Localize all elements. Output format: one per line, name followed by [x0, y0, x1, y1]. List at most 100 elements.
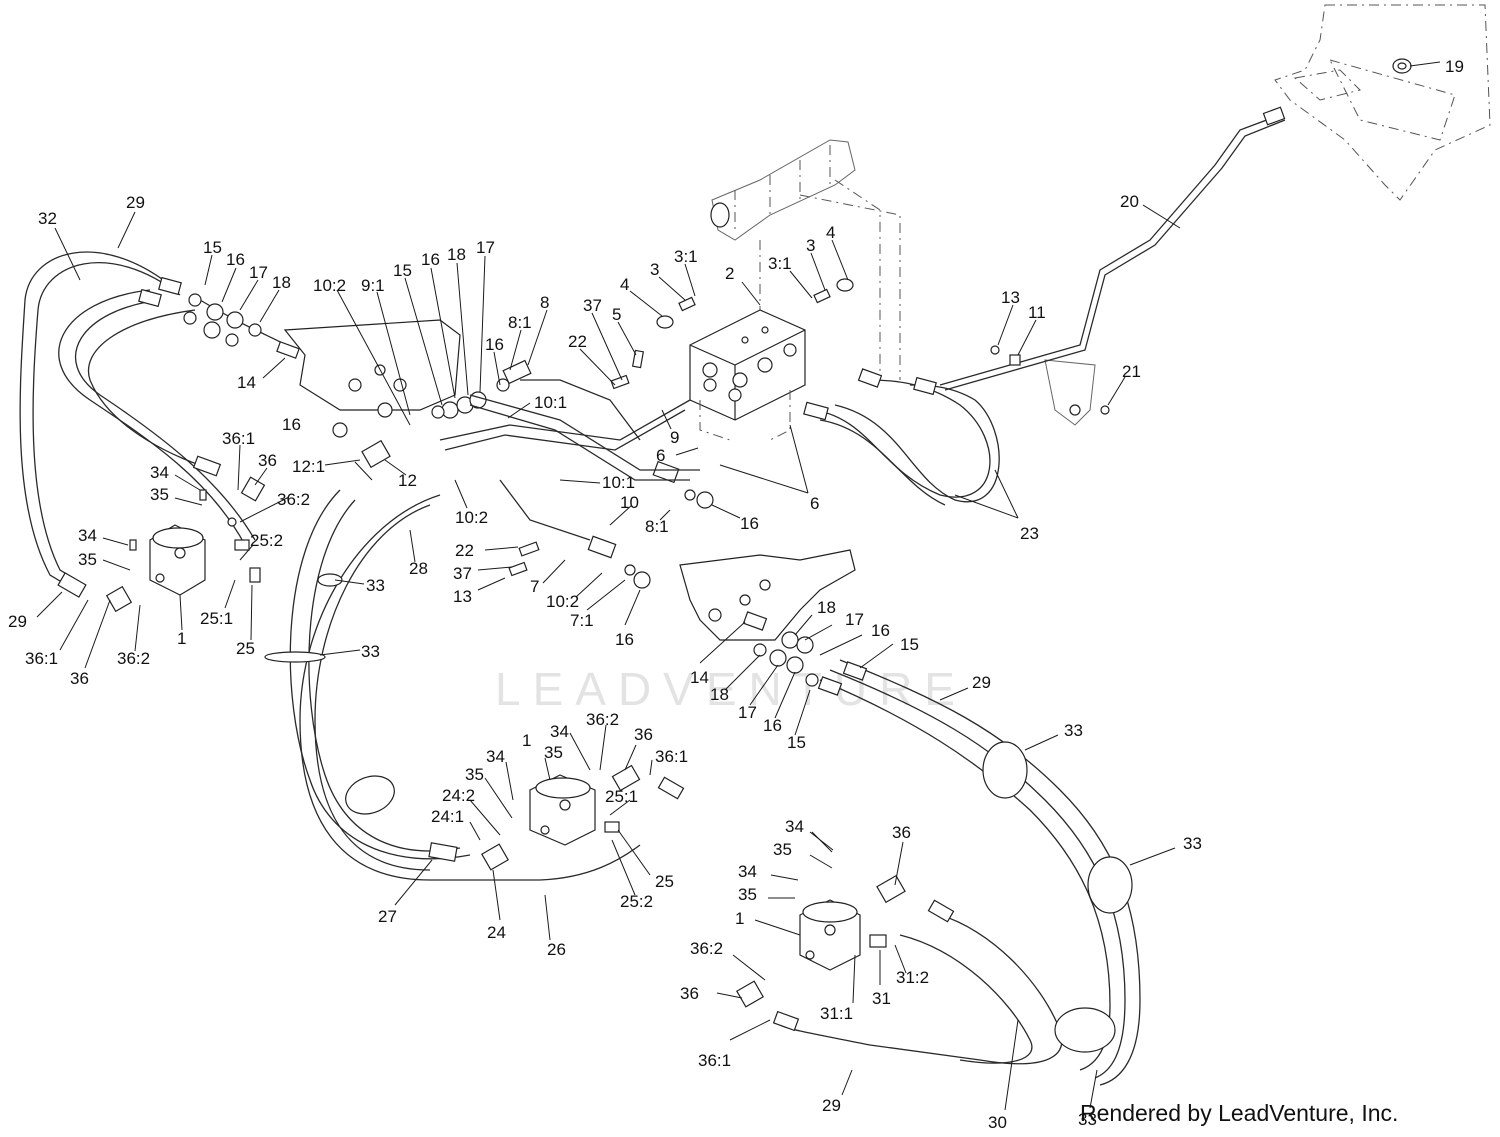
- watermark-text: LEADVENTURE: [495, 663, 967, 715]
- callout: 36:2: [117, 649, 150, 668]
- frame-outline: [1274, 4, 1491, 201]
- steel-line-20: [939, 106, 1286, 391]
- callout: 37: [583, 296, 602, 315]
- callout: 25:1: [200, 609, 233, 628]
- callout: 35: [544, 743, 563, 762]
- callout: 11: [1028, 303, 1046, 322]
- callout: 15: [203, 238, 222, 257]
- callout: 10:1: [602, 473, 635, 492]
- callout: 8: [540, 293, 549, 312]
- callout: 15: [787, 733, 806, 752]
- callout: 34: [550, 722, 569, 741]
- callout: 23: [1020, 524, 1039, 543]
- callout: 21: [1122, 362, 1141, 381]
- hoses-23: [803, 368, 1000, 506]
- callout: 35: [150, 485, 169, 504]
- callout: 29: [822, 1096, 841, 1115]
- callout: 16: [485, 335, 504, 354]
- callout: 26: [547, 940, 566, 959]
- callout: 34: [738, 862, 757, 881]
- callout: 18: [272, 273, 291, 292]
- callout: 35: [78, 550, 97, 569]
- motors: [149, 524, 861, 971]
- callout: 25:1: [605, 787, 638, 806]
- callout: 35: [465, 765, 484, 784]
- callout: 18: [817, 598, 836, 617]
- callout: 1: [735, 909, 744, 928]
- callout: 29: [126, 193, 145, 212]
- callout: 3:1: [674, 247, 698, 266]
- leader-lines: [36, 61, 1441, 1111]
- callout: 18: [710, 685, 729, 704]
- callout: 3: [806, 236, 815, 255]
- callout: 33: [1078, 1110, 1097, 1129]
- callout: 34: [785, 817, 804, 836]
- pump-outline: [710, 139, 901, 380]
- callout: 10:1: [534, 393, 567, 412]
- callout: 24:1: [431, 807, 464, 826]
- callout: 24:2: [442, 786, 475, 805]
- callout: 7: [530, 577, 539, 596]
- motor-lower-center: [529, 774, 596, 846]
- callout: 4: [826, 223, 835, 242]
- callout: 6: [810, 494, 819, 513]
- callout: 36:2: [586, 710, 619, 729]
- callout: 31: [872, 989, 891, 1008]
- watermark: LEADVENTURE: [495, 663, 967, 715]
- callout: 30: [988, 1113, 1007, 1132]
- callout: 9: [670, 428, 679, 447]
- callout: 34: [150, 463, 169, 482]
- callout: 33: [361, 642, 380, 661]
- callout: 36:1: [25, 649, 58, 668]
- callout: 20: [1120, 192, 1139, 211]
- callout: 13: [453, 587, 472, 606]
- callout: 16: [871, 621, 890, 640]
- callout: 10: [620, 493, 639, 512]
- motor-lower-right: [799, 899, 861, 971]
- callout: 17: [845, 610, 864, 629]
- callout: 14: [237, 373, 256, 392]
- callout: 15: [900, 635, 919, 654]
- callout: 29: [8, 612, 27, 631]
- callout: 10:2: [313, 276, 346, 295]
- callout: 10:2: [546, 592, 579, 611]
- callout: 34: [78, 526, 97, 545]
- callout: 19: [1445, 57, 1464, 76]
- callout: 36:1: [222, 429, 255, 448]
- callout: 33: [366, 576, 385, 595]
- callout: 36: [634, 725, 653, 744]
- callout: 7:1: [570, 611, 594, 630]
- callout: 13: [1001, 288, 1020, 307]
- callout: 8:1: [508, 313, 532, 332]
- callout: 31:1: [820, 1004, 853, 1023]
- callout: 36:2: [690, 939, 723, 958]
- callout: 17: [249, 263, 268, 282]
- callout: 2: [725, 264, 734, 283]
- motor-upper-left: [149, 524, 206, 596]
- callout: 34: [486, 747, 505, 766]
- callout: 36: [70, 669, 89, 688]
- brackets: [283, 319, 1096, 641]
- callout: 35: [773, 840, 792, 859]
- fittings: [57, 276, 1110, 1032]
- callout: 33: [1183, 834, 1202, 853]
- callout: 17: [738, 703, 757, 722]
- callout: 31:2: [896, 968, 929, 987]
- callout: 36:1: [698, 1051, 731, 1070]
- callout: 1: [522, 731, 531, 750]
- callout: 25: [655, 872, 674, 891]
- callout: 24: [487, 923, 506, 942]
- callout: 37: [453, 564, 472, 583]
- callout: 36: [892, 823, 911, 842]
- callout: 14: [690, 668, 709, 687]
- callout: 35: [738, 885, 757, 904]
- callout: 6: [656, 446, 665, 465]
- hose-bundles: [19, 251, 1141, 1086]
- callout: 36: [680, 984, 699, 1003]
- callout: 9:1: [361, 276, 385, 295]
- callout: 16: [421, 250, 440, 269]
- callout: 3:1: [768, 254, 792, 273]
- callout: 3: [650, 260, 659, 279]
- callout: 32: [38, 209, 57, 228]
